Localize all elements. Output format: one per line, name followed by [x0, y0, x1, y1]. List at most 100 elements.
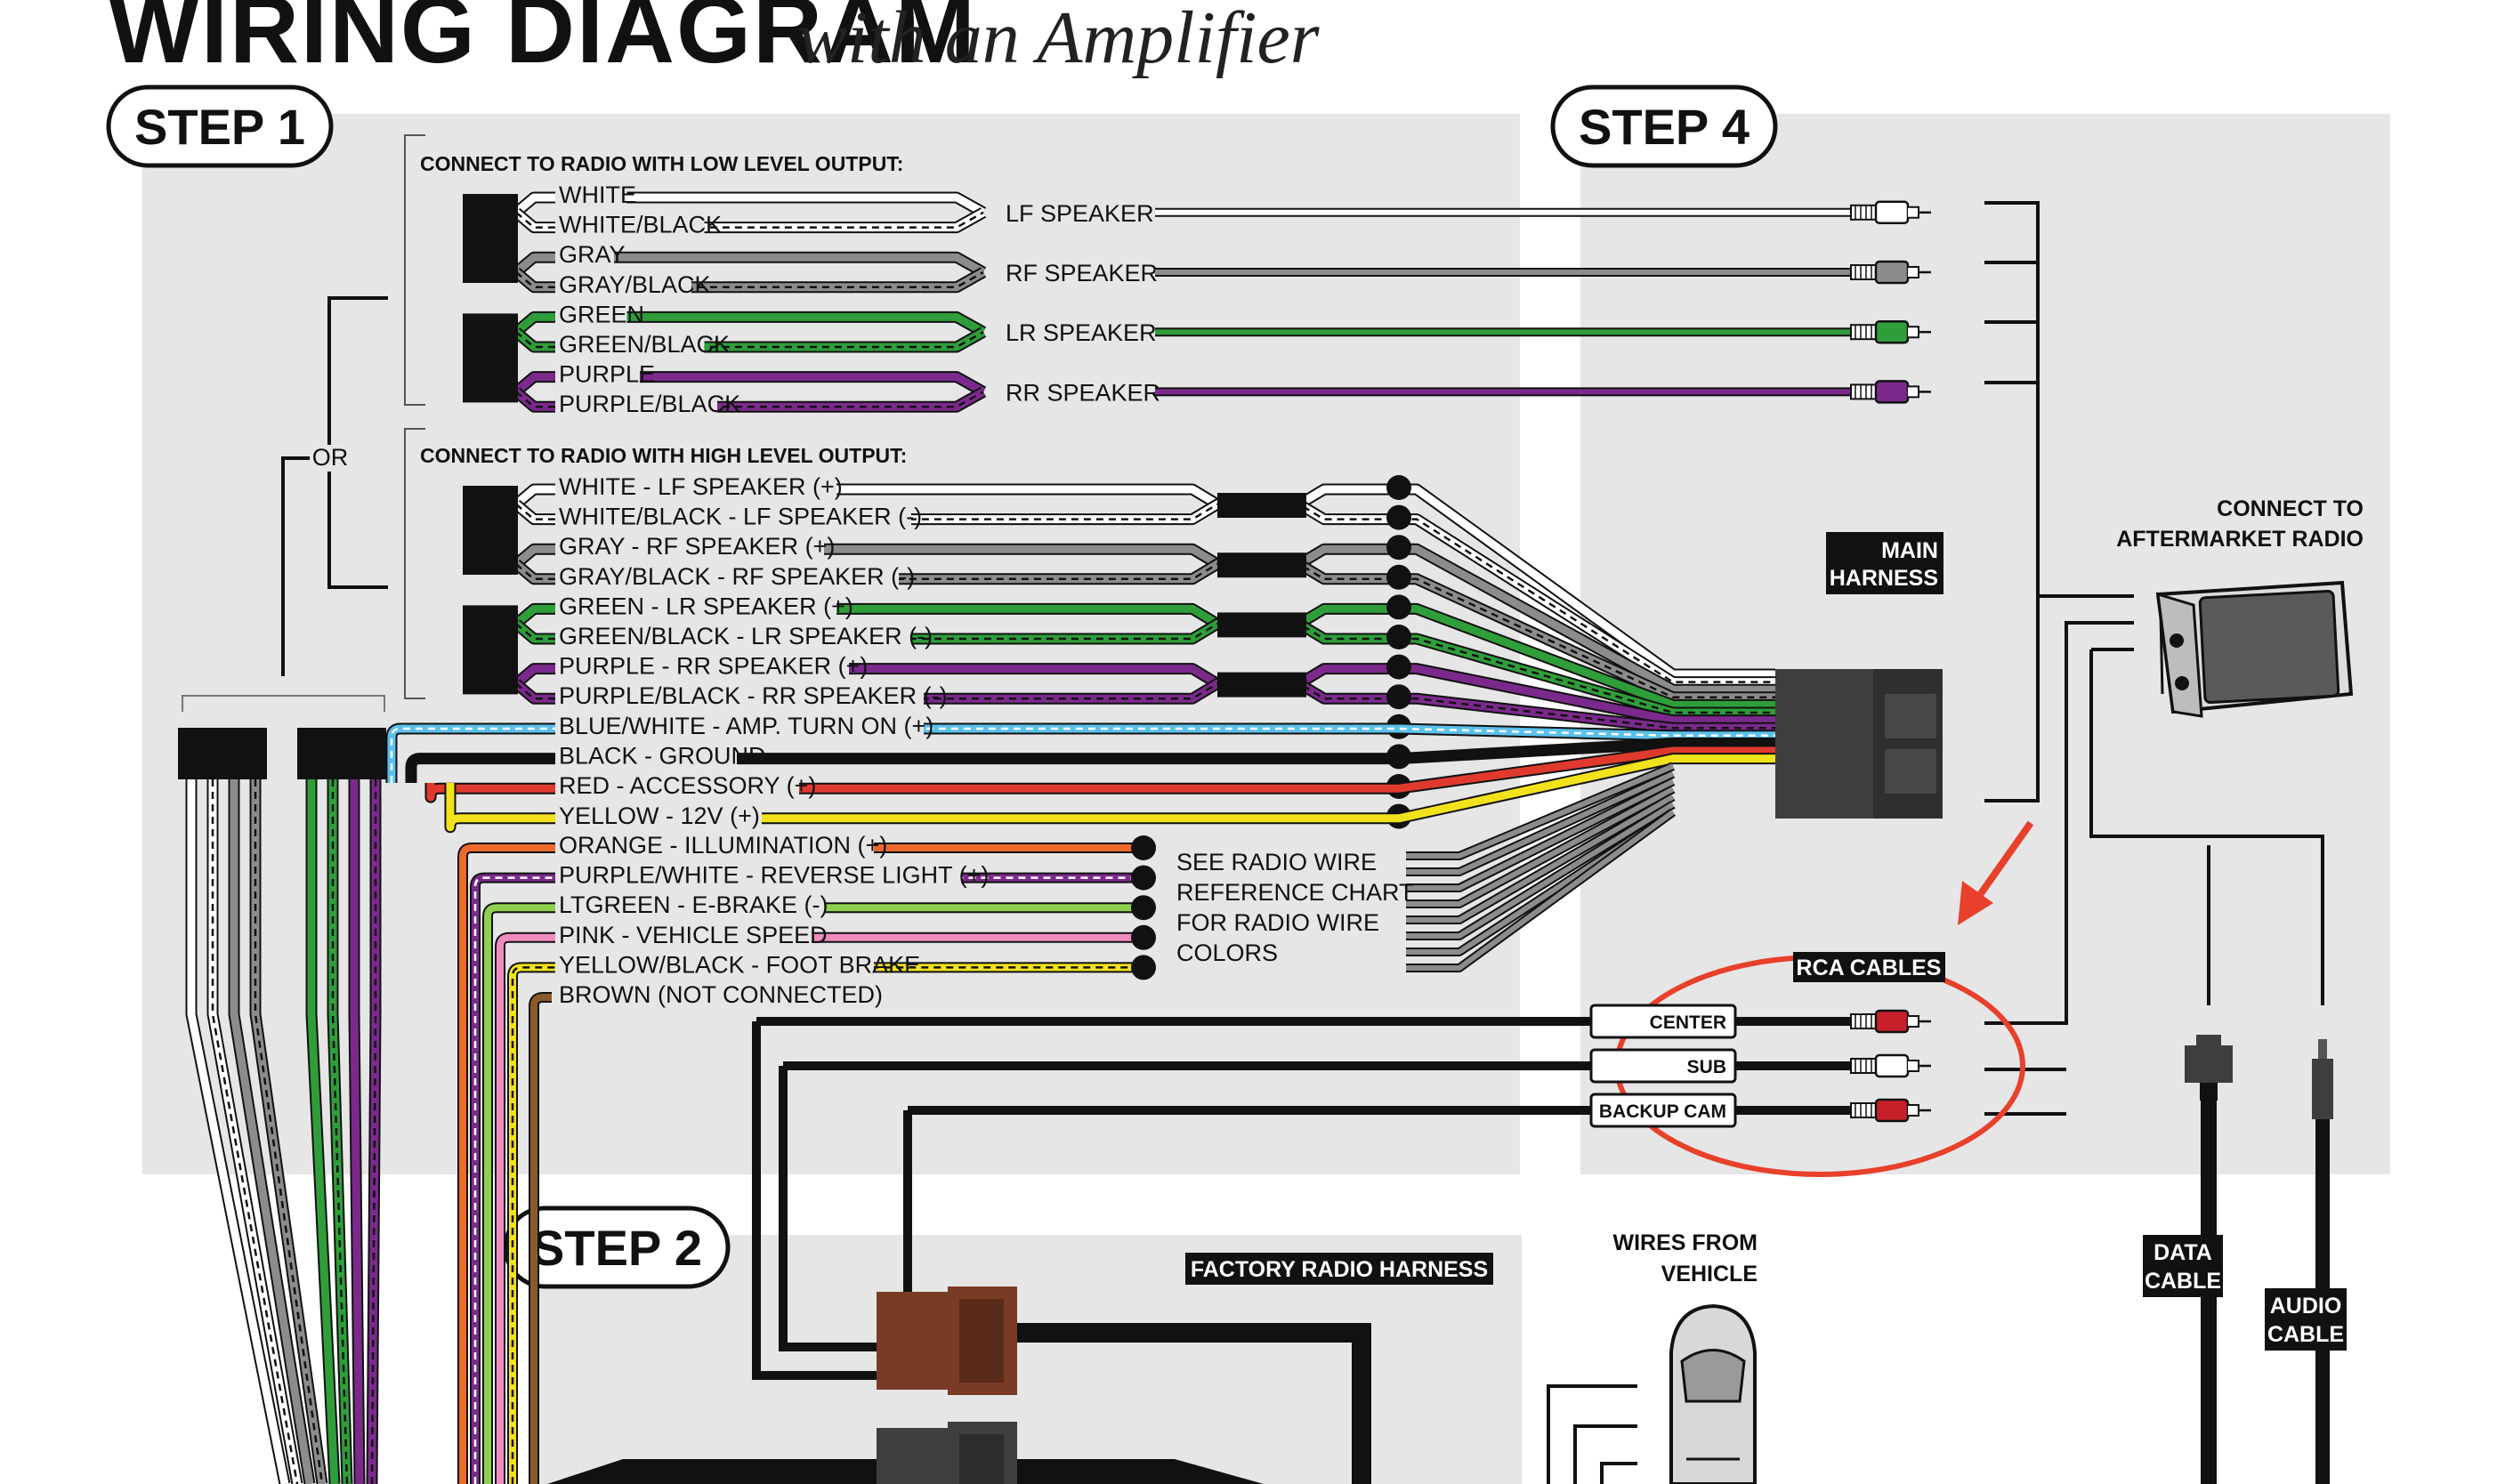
- aux-wire-group: ORANGE - ILLUMINATION (+)PURPLE/WHITE - …: [457, 762, 1676, 1484]
- cable-sub-to-factory: [779, 1066, 877, 1351]
- vehicle-wire-bracket: [1547, 1384, 1637, 1484]
- high-level-plug-1: [463, 605, 518, 695]
- high-wire-label-7: PURPLE/BLACK - RR SPEAKER (-): [559, 682, 948, 709]
- power-wire-label-1: BLACK - GROUND: [559, 743, 766, 770]
- rca-plug-speaker-3: [1850, 380, 1931, 404]
- rca-tag-2: BACKUP CAM: [1589, 1093, 1737, 1128]
- low-wire-label-5: GREEN/BLACK: [559, 331, 730, 358]
- data-cable-label: DATA CABLE: [2143, 1235, 2223, 1297]
- splice-dot-6: [1386, 654, 1411, 680]
- svg-text:FACTORY RADIO HARNESS: FACTORY RADIO HARNESS: [1191, 1257, 1488, 1282]
- rca-label-0: CENTER: [1650, 1012, 1726, 1033]
- low-wire-label-6: PURPLE: [559, 361, 655, 388]
- rca-plug-1: [1850, 1053, 1931, 1078]
- splice-dot-4: [1386, 594, 1411, 620]
- inline-splice-0: [1217, 493, 1306, 518]
- rca-plug-0: [1850, 1009, 1931, 1034]
- high-wire-label-4: GREEN - LR SPEAKER (+): [559, 593, 853, 619]
- high-level-wire-group: WHITE - LF SPEAKER (+)WHITE/BLACK - LF S…: [463, 473, 1775, 829]
- step1-badge: STEP 1: [106, 85, 334, 168]
- aux-dot-3: [1131, 924, 1156, 950]
- high-wire-label-2: GRAY - RF SPEAKER (+): [559, 533, 835, 560]
- step1-label: STEP 1: [134, 99, 305, 155]
- factory-harness-label: FACTORY RADIO HARNESS: [1185, 1253, 1493, 1285]
- title-sub: with an Amplifier: [797, 0, 1320, 79]
- low-level-bracket: [404, 134, 425, 406]
- rca-tag-0: CENTER: [1589, 1004, 1737, 1039]
- brown-wire-label: BROWN (NOT CONNECTED): [559, 981, 883, 1008]
- main-harness-connector: [1775, 669, 1943, 819]
- data-cable-connector: [2185, 1035, 2233, 1101]
- svg-text:AUDIO: AUDIO: [2270, 1294, 2342, 1319]
- aux-dot-2: [1131, 895, 1156, 921]
- rca-bracket-bottom: [1984, 621, 2134, 1025]
- aux-wire-label-0: ORANGE - ILLUMINATION (+): [559, 832, 887, 859]
- splice-dot-0: [1386, 475, 1411, 500]
- power-wire-group: BLUE/WHITE - AMP. TURN ON (+) BLACK - GRO…: [385, 713, 1775, 834]
- wires-from-line1: WIRES FROM: [1613, 1230, 1758, 1255]
- or-bracket: [327, 296, 388, 589]
- reference-note-line4: COLORS: [1176, 940, 1278, 966]
- reference-note-line3: FOR RADIO WIRE: [1176, 909, 1379, 936]
- low-wire-label-3: GRAY/BLACK: [559, 271, 711, 298]
- low-level-heading: CONNECT TO RADIO WITH LOW LEVEL OUTPUT:: [420, 152, 903, 175]
- reference-note-line2: REFERENCE CHART: [1176, 879, 1414, 906]
- svg-text:CABLE: CABLE: [2267, 1322, 2344, 1347]
- rca-tag-1: SUB: [1589, 1048, 1737, 1084]
- main-harness-line1: MAIN: [1881, 538, 1938, 563]
- low-wire-label-4: GREEN: [559, 301, 644, 327]
- rca-bracket-top: [1984, 201, 2040, 802]
- step4-badge: STEP 4: [1550, 85, 1778, 168]
- aux-wire-label-2: LTGREEN - E-BRAKE (-): [559, 891, 828, 918]
- rca-label-1: SUB: [1687, 1057, 1726, 1077]
- svg-text:DATA: DATA: [2154, 1240, 2212, 1265]
- aftermarket-radio-icon: [2155, 580, 2354, 718]
- high-wire-label-6: PURPLE - RR SPEAKER (+): [559, 653, 868, 680]
- power-wire-label-2: RED - ACCESSORY (+): [559, 772, 816, 799]
- high-wire-label-1: WHITE/BLACK - LF SPEAKER (-): [559, 504, 922, 530]
- low-level-plug-1: [463, 313, 518, 403]
- rca-plug-speaker-2: [1850, 319, 1931, 344]
- inline-splice-3: [1217, 672, 1306, 698]
- speaker-label-3: RR SPEAKER: [1006, 379, 1160, 406]
- step4-label: STEP 4: [1579, 99, 1750, 155]
- svg-text:CABLE: CABLE: [2145, 1269, 2221, 1294]
- cable-center-to-factory: [752, 1021, 877, 1380]
- factory-connector-lower: [877, 1422, 1017, 1484]
- splice-dot-7: [1386, 684, 1411, 710]
- rca-plug-speaker-0: [1850, 200, 1931, 225]
- aux-dot-1: [1131, 865, 1156, 891]
- rca-plug-2: [1850, 1098, 1931, 1123]
- rca-plug-speaker-1: [1850, 260, 1931, 285]
- step2-label: STEP 2: [531, 1220, 702, 1276]
- main-harness-line2: HARNESS: [1830, 566, 1938, 591]
- connect-to-line1: CONNECT TO: [2217, 496, 2364, 521]
- high-level-plug-0: [463, 486, 518, 575]
- speaker-label-2: LR SPEAKER: [1006, 319, 1157, 346]
- audio-jack-icon: [2312, 1039, 2333, 1119]
- aux-dot-0: [1131, 835, 1156, 860]
- splice-dot-1: [1386, 504, 1411, 530]
- main-harness-label: MAIN HARNESS: [1826, 532, 1943, 594]
- factory-lower-cable: [547, 1459, 877, 1484]
- connect-to-line2: AFTERMARKET RADIO: [2116, 527, 2364, 552]
- highlight-arrow-icon: [1958, 820, 2034, 925]
- inline-splice-1: [1217, 552, 1306, 578]
- inline-splice-2: [1217, 612, 1306, 638]
- low-wire-label-0: WHITE: [559, 181, 636, 208]
- harness-bundle: [185, 779, 382, 1484]
- factory-trunk: [1016, 1323, 1371, 1484]
- low-wire-label-1: WHITE/BLACK: [559, 212, 722, 238]
- svg-text:RCA CABLES: RCA CABLES: [1797, 956, 1942, 980]
- high-level-heading: CONNECT TO RADIO WITH HIGH LEVEL OUTPUT:: [420, 444, 907, 467]
- power-wire-label-0: BLUE/WHITE - AMP. TURN ON (+): [559, 713, 933, 739]
- wires-from-line2: VEHICLE: [1661, 1262, 1758, 1286]
- speaker-label-1: RF SPEAKER: [1006, 260, 1158, 286]
- title-main: WIRING DIAGRAM: [109, 0, 977, 83]
- speaker-label-0: LF SPEAKER: [1006, 200, 1154, 227]
- aux-wire-label-4: YELLOW/BLACK - FOOT BRAKE: [559, 951, 920, 978]
- reference-note-line1: SEE RADIO WIRE: [1176, 849, 1377, 875]
- splice-dot-2: [1386, 535, 1411, 561]
- splice-dot-3: [1386, 564, 1411, 590]
